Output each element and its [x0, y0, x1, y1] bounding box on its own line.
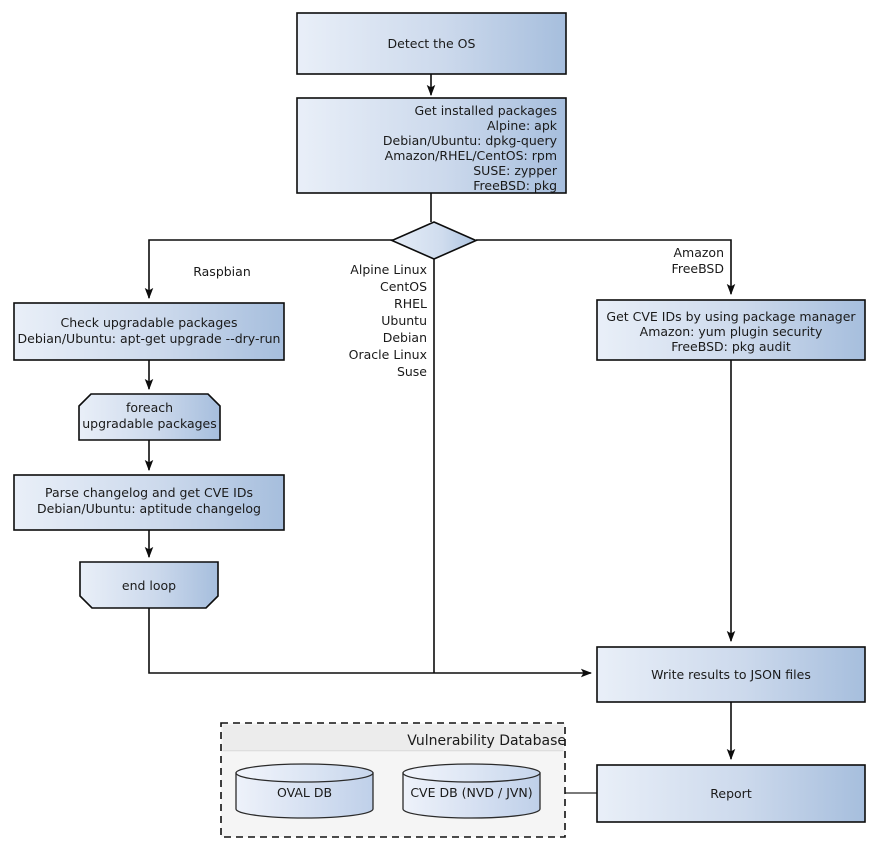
node-label-check-0: Check upgradable packages — [61, 315, 238, 330]
group-title: Vulnerability Database — [407, 733, 566, 749]
node-label-report: Report — [710, 786, 752, 801]
node-label-packages-3: Amazon/RHEL/CentOS: rpm — [385, 148, 557, 163]
database-label-oval: OVAL DB — [277, 785, 332, 800]
node-label-write-results: Write results to JSON files — [651, 667, 811, 682]
node-decision-os-branch[interactable] — [390, 221, 478, 260]
edge-label-raspbian: Raspbian — [193, 264, 251, 279]
node-parse-changelog[interactable]: Parse changelog and get CVE IDs Debian/U… — [13, 474, 285, 531]
node-label-end-loop: end loop — [122, 578, 176, 593]
node-label-packages-2: Debian/Ubuntu: dpkg-query — [383, 133, 558, 148]
node-detect-os[interactable]: Detect the OS — [296, 12, 567, 75]
node-label-foreach-0: foreach — [126, 400, 173, 415]
node-label-packages-1: Alpine: apk — [487, 118, 558, 133]
vulnerability-database-group: Vulnerability Database OVAL DB CVE DB (N… — [220, 722, 566, 838]
database-cylinder-oval: OVAL DB — [235, 763, 374, 819]
node-label-cve-0: Get CVE IDs by using package manager — [606, 309, 856, 324]
node-end-loop[interactable]: end loop — [79, 561, 219, 609]
node-label-check-1: Debian/Ubuntu: apt-get upgrade --dry-run — [18, 331, 281, 346]
node-label-detect-os: Detect the OS — [388, 36, 476, 51]
edge-endloop-to-write — [148, 608, 593, 678]
node-label-cve-1: Amazon: yum plugin security — [640, 324, 823, 339]
edge-label-distro-3: Ubuntu — [381, 313, 427, 328]
database-label-cve: CVE DB (NVD / JVN) — [410, 785, 532, 800]
database-cylinder-cve: CVE DB (NVD / JVN) — [402, 763, 541, 819]
node-label-cve-2: FreeBSD: pkg audit — [671, 339, 791, 354]
node-label-parse-1: Debian/Ubuntu: aptitude changelog — [37, 501, 261, 516]
node-get-cve-ids[interactable]: Get CVE IDs by using package manager Ama… — [596, 299, 866, 361]
node-get-installed-packages[interactable]: Get installed packages Alpine: apk Debia… — [296, 97, 567, 194]
node-label-foreach-1: upgradable packages — [82, 416, 217, 431]
edge-label-distro-5: Oracle Linux — [349, 347, 427, 362]
edge-label-distro-6: Suse — [397, 364, 427, 379]
node-label-packages-0: Get installed packages — [414, 103, 557, 118]
node-label-parse-0: Parse changelog and get CVE IDs — [45, 485, 253, 500]
edge-label-distro-1: CentOS — [380, 279, 427, 294]
edge-decision-amazon-freebsd — [476, 239, 736, 296]
edge-decision-raspbian — [144, 239, 393, 300]
edge-label-freebsd: FreeBSD — [672, 261, 724, 276]
edge-labels: Raspbian Alpine Linux CentOS RHEL Ubuntu… — [193, 245, 724, 379]
node-foreach-loop-start[interactable]: foreach upgradable packages — [78, 393, 221, 441]
node-label-packages-5: FreeBSD: pkg — [473, 178, 557, 193]
edge-label-distro-2: RHEL — [394, 296, 427, 311]
edge-label-distro-0: Alpine Linux — [350, 262, 427, 277]
node-label-packages-4: SUSE: zypper — [473, 163, 558, 178]
node-check-upgradable-packages[interactable]: Check upgradable packages Debian/Ubuntu:… — [13, 302, 285, 361]
node-write-results[interactable]: Write results to JSON files — [596, 646, 866, 703]
node-report[interactable]: Report — [596, 764, 866, 823]
edge-label-distro-4: Debian — [383, 330, 427, 345]
edge-label-amazon: Amazon — [673, 245, 724, 260]
